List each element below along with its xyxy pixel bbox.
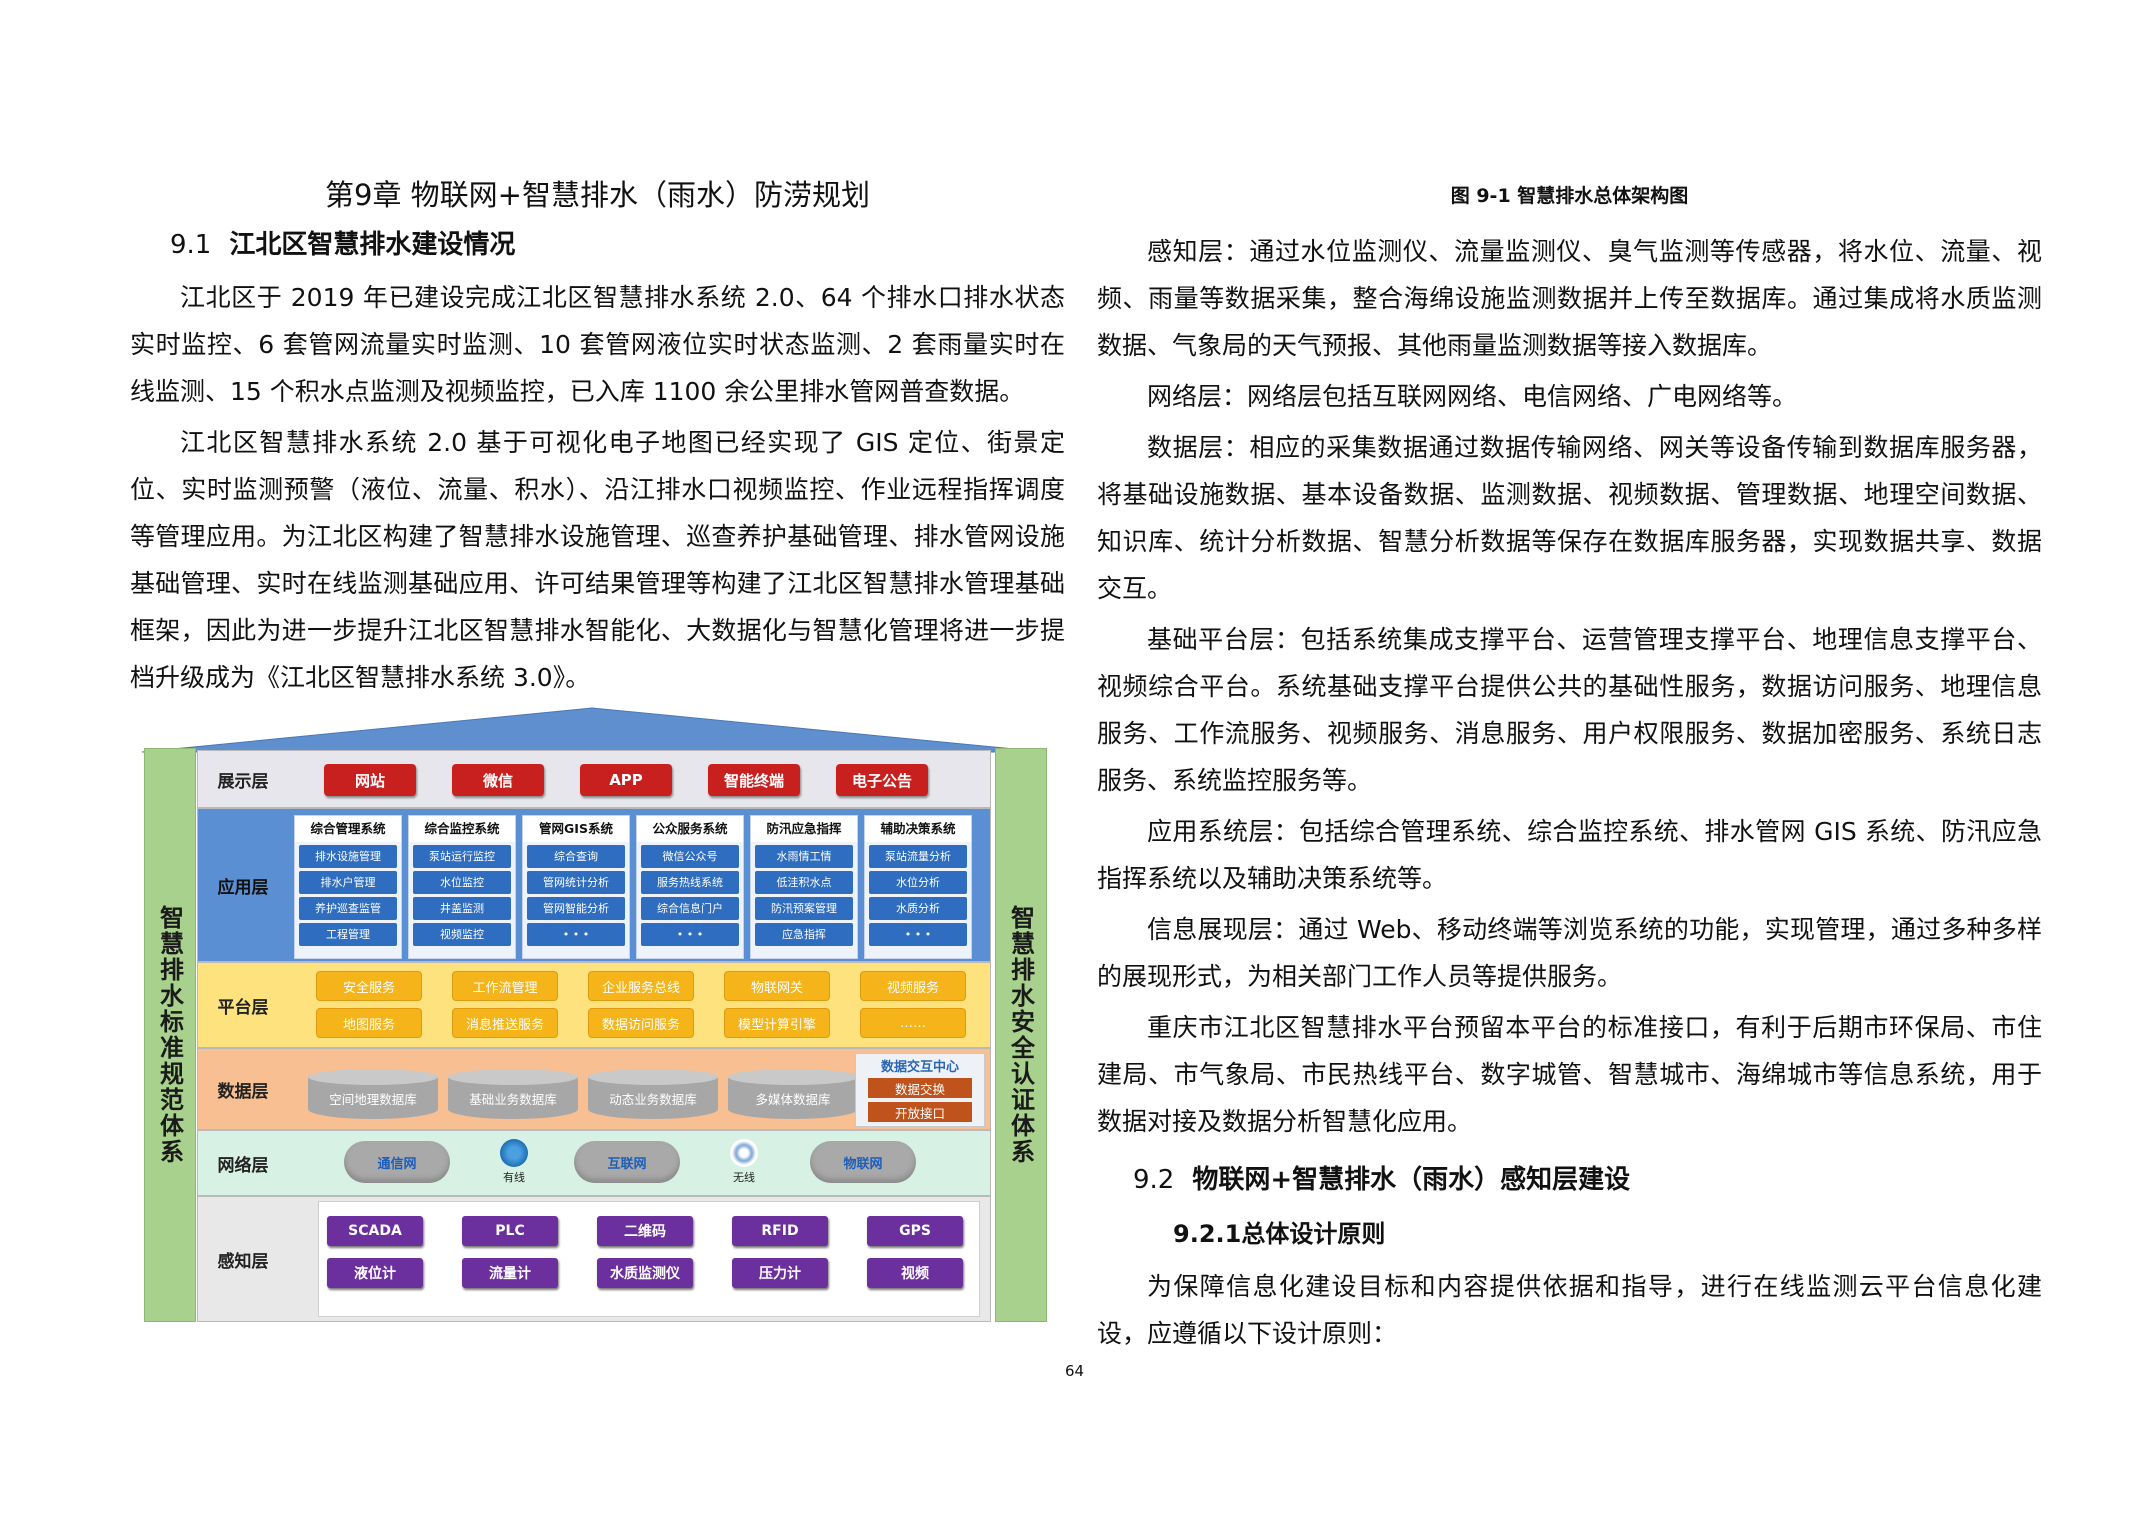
section-title: 物联网+智慧排水（雨水）感知层建设	[1192, 1165, 1631, 1195]
layer-label: 感知层	[217, 1251, 269, 1272]
architecture-diagram: 智慧排水标准规范体系 智慧排水安全认证体系 展示层 网站 微信 APP 智能终端…	[142, 706, 1047, 1322]
paragraph: 数据层：相应的采集数据通过数据传输网络、网关等设备传输到数据库服务器，将基础设施…	[1097, 433, 2042, 603]
standards-system-sidebar: 智慧排水标准规范体系	[144, 748, 196, 1322]
display-item: 网站	[324, 764, 416, 796]
section-9-2-heading: 9.2 物联网+智慧排水（雨水）感知层建设	[1133, 1151, 2042, 1209]
app-system-column: 辅助决策系统 泵站流量分析水位分析 水质分析• • •	[864, 815, 972, 959]
platform-service: 模型计算引擎	[724, 1008, 830, 1038]
sensor-item: RFID	[732, 1216, 828, 1246]
sensor-item: GPS	[867, 1216, 963, 1246]
layer-platform: 平台层 安全服务 工作流管理 企业服务总线 物联网关 视频服务 地图服务 消息推…	[197, 962, 991, 1048]
platform-service: 视频服务	[860, 971, 966, 1001]
wired-network-icon: 有线	[484, 1137, 544, 1191]
display-item: 智能终端	[708, 764, 800, 796]
display-item: 微信	[452, 764, 544, 796]
chapter-title: 第9章 物联网+智慧排水（雨水）防涝规划	[325, 178, 870, 212]
data-exchange-item: 开放接口	[868, 1102, 972, 1122]
right-column: 图 9-1 智慧排水总体架构图 感知层：通过水位监测仪、流量监测仪、臭气监测等传…	[1097, 176, 2042, 1357]
layer-label: 应用层	[217, 877, 269, 898]
layer-data: 数据层 空间地理数据库 基础业务数据库 动态业务数据库 多媒体数据库 数据交互中…	[197, 1048, 991, 1130]
layer-label: 展示层	[217, 771, 269, 792]
sensor-panel: SCADA PLC 二维码 RFID GPS 液位计 流量计 水质监测仪 压力计…	[318, 1201, 980, 1317]
page-number: 64	[1064, 1362, 1085, 1380]
app-system-column: 公众服务系统 微信公众号服务热线系统 综合信息门户• • •	[636, 815, 744, 959]
layer-label: 网络层	[217, 1155, 269, 1176]
cloud-icon: 物联网	[810, 1141, 916, 1183]
platform-service: 物联网关	[724, 971, 830, 1001]
section-number: 9.1	[170, 230, 212, 260]
paragraph: 网络层：网络层包括互联网网络、电信网络、广电网络等。	[1147, 382, 1798, 411]
wireless-antenna-icon: 无线	[714, 1137, 774, 1191]
left-column: 第9章 物联网+智慧排水（雨水）防涝规划 9.1 江北区智慧排水建设情况 江北区于…	[130, 160, 1065, 701]
layer-sensing: 感知层 SCADA PLC 二维码 RFID GPS 液位计 流量计 水质监测仪…	[197, 1196, 991, 1322]
security-system-sidebar: 智慧排水安全认证体系	[995, 748, 1047, 1322]
database-cylinder: 动态业务数据库	[588, 1069, 718, 1119]
data-exchange-item: 数据交换	[868, 1078, 972, 1098]
database-cylinder: 基础业务数据库	[448, 1069, 578, 1119]
section-number: 9.2	[1133, 1165, 1175, 1195]
paragraph: 应用系统层：包括综合管理系统、综合监控系统、排水管网 GIS 系统、防汛应急指挥…	[1097, 817, 2042, 893]
layer-application: 应用层 综合管理系统 排水设施管理排水户管理 养护巡查监管工程管理 综合监控系统…	[197, 808, 991, 962]
platform-service: ……	[860, 1008, 966, 1038]
database-cylinder: 空间地理数据库	[308, 1069, 438, 1119]
paragraph: 基础平台层：包括系统集成支撑平台、运营管理支撑平台、地理信息支撑平台、视频综合平…	[1097, 625, 2042, 795]
display-item: APP	[580, 764, 672, 796]
layer-label: 平台层	[217, 997, 269, 1018]
sensor-item: 水质监测仪	[597, 1258, 693, 1288]
paragraph: 感知层：通过水位监测仪、流量监测仪、臭气监测等传感器，将水位、流量、视频、雨量等…	[1097, 237, 2042, 360]
cloud-icon: 互联网	[574, 1141, 680, 1183]
data-exchange-center: 数据交互中心 数据交换 开放接口	[855, 1053, 985, 1127]
subsection-9-2-1-heading: 9.2.1总体设计原则	[1173, 1220, 1386, 1248]
sensor-item: 二维码	[597, 1216, 693, 1246]
display-item: 电子公告	[836, 764, 928, 796]
app-system-column: 防汛应急指挥 水雨情工情低洼积水点 防汛预案管理应急指挥	[750, 815, 858, 959]
platform-service: 企业服务总线	[588, 971, 694, 1001]
platform-service: 安全服务	[316, 971, 422, 1001]
paragraph: 信息展现层：通过 Web、移动终端等浏览系统的功能，实现管理，通过多种多样的展现…	[1097, 915, 2042, 991]
platform-service: 地图服务	[316, 1008, 422, 1038]
sensor-item: 液位计	[327, 1258, 423, 1288]
app-system-column: 管网GIS系统 综合查询管网统计分析 管网智能分析• • •	[522, 815, 630, 959]
layer-label: 数据层	[217, 1081, 269, 1102]
database-cylinder: 多媒体数据库	[728, 1069, 858, 1119]
sensor-item: 流量计	[462, 1258, 558, 1288]
sensor-item: 视频	[867, 1258, 963, 1288]
platform-service: 数据访问服务	[588, 1008, 694, 1038]
paragraph: 江北区于 2019 年已建设完成江北区智慧排水系统 2.0、64 个排水口排水状…	[130, 283, 1065, 406]
paragraph: 为保障信息化建设目标和内容提供依据和指导，进行在线监测云平台信息化建设，应遵循以…	[1097, 1272, 2042, 1348]
paragraph: 重庆市江北区智慧排水平台预留本平台的标准接口，有利于后期市环保局、市住建局、市气…	[1097, 1013, 2042, 1136]
platform-service: 工作流管理	[452, 971, 558, 1001]
layer-display: 展示层 网站 微信 APP 智能终端 电子公告	[197, 750, 991, 808]
app-system-column: 综合监控系统 泵站运行监控水位监控 井盖监测视频监控	[408, 815, 516, 959]
sensor-item: SCADA	[327, 1216, 423, 1246]
sensor-item: PLC	[462, 1216, 558, 1246]
sensor-item: 压力计	[732, 1258, 828, 1288]
cloud-icon: 通信网	[344, 1141, 450, 1183]
section-9-1-heading: 9.1 江北区智慧排水建设情况	[170, 220, 1065, 270]
section-title: 江北区智慧排水建设情况	[229, 230, 516, 260]
platform-service: 消息推送服务	[452, 1008, 558, 1038]
layer-network: 网络层 通信网 有线 互联网 无线 物联网	[197, 1130, 991, 1196]
figure-caption: 图 9-1 智慧排水总体架构图	[1450, 185, 1689, 207]
diagram-roof	[142, 707, 1045, 753]
app-system-column: 综合管理系统 排水设施管理排水户管理 养护巡查监管工程管理	[294, 815, 402, 959]
paragraph: 江北区智慧排水系统 2.0 基于可视化电子地图已经实现了 GIS 定位、街景定位…	[130, 428, 1065, 692]
